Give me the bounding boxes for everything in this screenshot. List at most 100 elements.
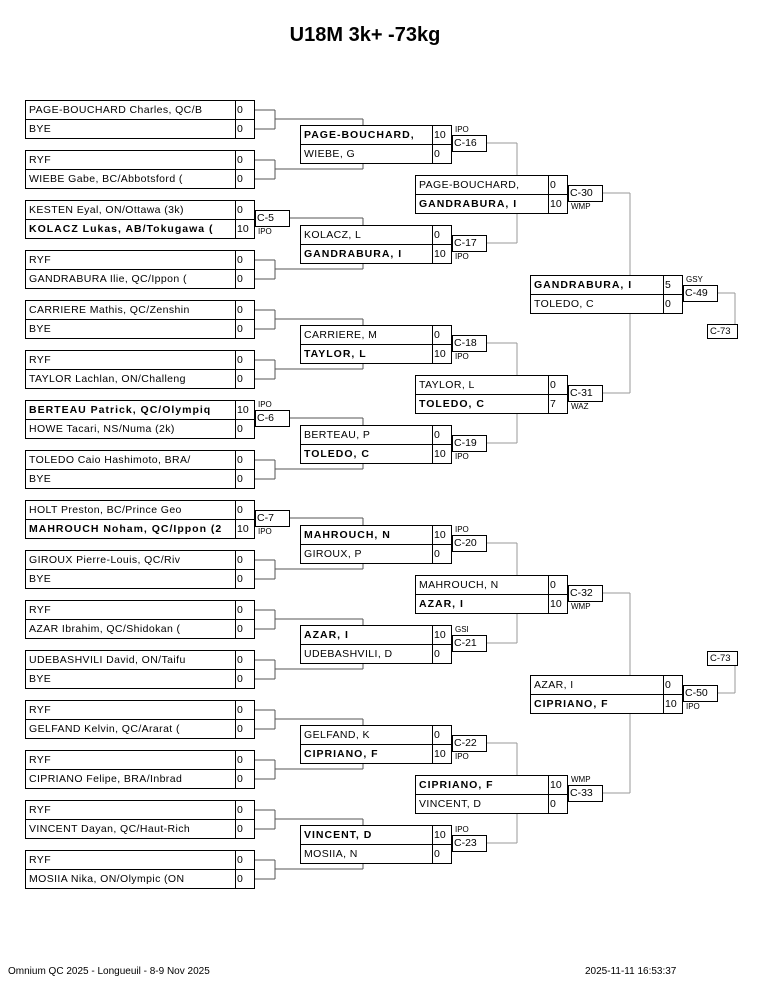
competitor-name[interactable]: BERTEAU Patrick, QC/Olympiq [25, 400, 236, 420]
competitor-name[interactable]: RYF [25, 750, 236, 770]
competitor-name[interactable]: KOLACZ Lukas, AB/Tokugawa ( [25, 219, 236, 239]
competitor-score: 0 [663, 294, 683, 314]
contest-number[interactable]: C-31 [568, 385, 603, 402]
competitor-name[interactable]: HOWE Tacari, NS/Numa (2k) [25, 419, 236, 439]
competitor-name[interactable]: AZAR, I [415, 594, 549, 614]
competitor-name[interactable]: RYF [25, 800, 236, 820]
competitor-name[interactable]: RYF [25, 700, 236, 720]
competitor-score: 0 [235, 719, 255, 739]
result-code: WAZ [571, 402, 589, 411]
competitor-name[interactable]: UDEBASHVILI David, ON/Taifu [25, 650, 236, 670]
competitor-name[interactable]: VINCENT, D [300, 825, 433, 845]
competitor-name[interactable]: VINCENT, D [415, 794, 549, 814]
competitor-name[interactable]: AZAR Ibrahim, QC/Shidokan ( [25, 619, 236, 639]
competitor-name[interactable]: KESTEN Eyal, ON/Ottawa (3k) [25, 200, 236, 220]
competitor-name[interactable]: RYF [25, 350, 236, 370]
contest-number[interactable]: C-33 [568, 785, 603, 802]
competitor-name[interactable]: MOSIIA, N [300, 844, 433, 864]
contest-number[interactable]: C-18 [452, 335, 487, 352]
competitor-score: 10 [432, 244, 452, 264]
competitor-name[interactable]: GIROUX, P [300, 544, 433, 564]
competitor-name[interactable]: RYF [25, 600, 236, 620]
competitor-score: 0 [548, 175, 568, 195]
competitor-name[interactable]: TAYLOR, L [415, 375, 549, 395]
competitor-name[interactable]: KOLACZ, L [300, 225, 433, 245]
competitor-name[interactable]: MOSIIA Nika, ON/Olympic (ON [25, 869, 236, 889]
competitor-name[interactable]: CIPRIANO, F [530, 694, 664, 714]
contest-number[interactable]: C-32 [568, 585, 603, 602]
competitor-name[interactable]: WIEBE Gabe, BC/Abbotsford ( [25, 169, 236, 189]
competitor-name[interactable]: BYE [25, 669, 236, 689]
competitor-name[interactable]: BYE [25, 319, 236, 339]
competitor-name[interactable]: MAHROUCH, N [415, 575, 549, 595]
competitor-score: 0 [548, 375, 568, 395]
result-code: WMP [571, 602, 591, 611]
competitor-name[interactable]: RYF [25, 850, 236, 870]
competitor-name[interactable]: HOLT Preston, BC/Prince Geo [25, 500, 236, 520]
competitor-name[interactable]: AZAR, I [300, 625, 433, 645]
competitor-name[interactable]: PAGE-BOUCHARD, [415, 175, 549, 195]
result-code: IPO [258, 227, 272, 236]
competitor-name[interactable]: MAHROUCH, N [300, 525, 433, 545]
competitor-name[interactable]: RYF [25, 150, 236, 170]
competitor-score: 0 [432, 425, 452, 445]
competitor-name[interactable]: GANDRABURA, I [530, 275, 664, 295]
competitor-name[interactable]: GANDRABURA Ilie, QC/Ippon ( [25, 269, 236, 289]
competitor-score: 0 [235, 800, 255, 820]
competitor-score: 10 [432, 525, 452, 545]
contest-number[interactable]: C-50 [683, 685, 718, 702]
contest-number[interactable]: C-20 [452, 535, 487, 552]
competitor-score: 0 [235, 700, 255, 720]
contest-number[interactable]: C-19 [452, 435, 487, 452]
competitor-name[interactable]: TOLEDO, C [300, 444, 433, 464]
competitor-score: 10 [235, 400, 255, 420]
competitor-name[interactable]: WIEBE, G [300, 144, 433, 164]
competitor-name[interactable]: BYE [25, 569, 236, 589]
contest-number[interactable]: C-17 [452, 235, 487, 252]
result-code: IPO [686, 702, 700, 711]
competitor-name[interactable]: GANDRABURA, I [415, 194, 549, 214]
contest-number[interactable]: C-22 [452, 735, 487, 752]
competitor-name[interactable]: CARRIERE Mathis, QC/Zenshin [25, 300, 236, 320]
competitor-name[interactable]: TOLEDO, C [530, 294, 664, 314]
competitor-name[interactable]: TOLEDO Caio Hashimoto, BRA/ [25, 450, 236, 470]
competitor-score: 0 [432, 725, 452, 745]
competitor-score: 0 [432, 225, 452, 245]
competitor-name[interactable]: UDEBASHVILI, D [300, 644, 433, 664]
contest-number[interactable]: C-6 [255, 410, 290, 427]
competitor-name[interactable]: TAYLOR, L [300, 344, 433, 364]
competitor-score: 0 [235, 619, 255, 639]
competitor-name[interactable]: CIPRIANO, F [300, 744, 433, 764]
next-contest[interactable]: C-73 [707, 324, 738, 339]
competitor-name[interactable]: BERTEAU, P [300, 425, 433, 445]
competitor-name[interactable]: BYE [25, 469, 236, 489]
competitor-score: 0 [235, 450, 255, 470]
competitor-name[interactable]: PAGE-BOUCHARD Charles, QC/B [25, 100, 236, 120]
competitor-name[interactable]: VINCENT Dayan, QC/Haut-Rich [25, 819, 236, 839]
competitor-name[interactable]: CIPRIANO Felipe, BRA/Inbrad [25, 769, 236, 789]
contest-number[interactable]: C-49 [683, 285, 718, 302]
contest-number[interactable]: C-5 [255, 210, 290, 227]
competitor-name[interactable]: CARRIERE, M [300, 325, 433, 345]
competitor-name[interactable]: TOLEDO, C [415, 394, 549, 414]
competitor-name[interactable]: RYF [25, 250, 236, 270]
competitor-name[interactable]: TAYLOR Lachlan, ON/Challeng [25, 369, 236, 389]
competitor-score: 10 [432, 125, 452, 145]
competitor-name[interactable]: GANDRABURA, I [300, 244, 433, 264]
competitor-name[interactable]: CIPRIANO, F [415, 775, 549, 795]
competitor-name[interactable]: BYE [25, 119, 236, 139]
result-code: IPO [258, 400, 272, 409]
competitor-name[interactable]: GIROUX Pierre-Louis, QC/Riv [25, 550, 236, 570]
contest-number[interactable]: C-23 [452, 835, 487, 852]
contest-number[interactable]: C-16 [452, 135, 487, 152]
competitor-name[interactable]: GELFAND Kelvin, QC/Ararat ( [25, 719, 236, 739]
competitor-score: 10 [432, 444, 452, 464]
competitor-name[interactable]: AZAR, I [530, 675, 664, 695]
competitor-name[interactable]: MAHROUCH Noham, QC/Ippon (2 [25, 519, 236, 539]
contest-number[interactable]: C-30 [568, 185, 603, 202]
competitor-name[interactable]: PAGE-BOUCHARD, [300, 125, 433, 145]
contest-number[interactable]: C-7 [255, 510, 290, 527]
next-contest[interactable]: C-73 [707, 651, 738, 666]
competitor-name[interactable]: GELFAND, K [300, 725, 433, 745]
contest-number[interactable]: C-21 [452, 635, 487, 652]
